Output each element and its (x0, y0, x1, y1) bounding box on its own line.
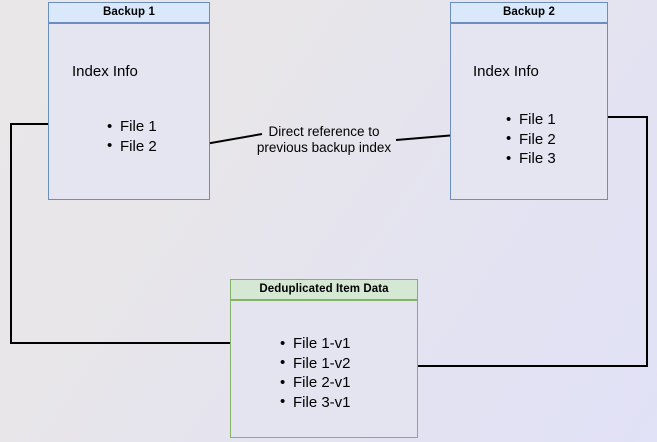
node-dedup-body: File 1-v1 File 1-v2 File 2-v1 File 3-v1 (230, 300, 418, 438)
backup-2-file-list: File 1 File 2 File 3 (503, 110, 556, 169)
node-dedup-title: Deduplicated Item Data (230, 279, 418, 300)
list-item: File 3 (506, 149, 556, 169)
list-item: File 3-v1 (280, 392, 350, 413)
list-item: File 2-v1 (280, 373, 350, 393)
node-backup-1-title: Backup 1 (48, 2, 210, 23)
node-backup-1: Backup 1 Index Info File 1 File 2 (48, 2, 210, 200)
dedup-file-list: File 1-v1 File 1-v2 File 2-v1 File 3-v1 (277, 334, 350, 413)
backup-1-index-info-label: Index Info (72, 63, 138, 80)
node-backup-2-title: Backup 2 (450, 2, 608, 23)
node-backup-1-body: Index Info File 1 File 2 (48, 23, 210, 200)
list-item: File 2 (107, 136, 157, 157)
list-item: File 1 (506, 110, 556, 130)
backup-2-index-info-label: Index Info (473, 63, 539, 80)
annotation-direct-reference: Direct reference to previous backup inde… (256, 124, 392, 155)
node-backup-2: Backup 2 Index Info File 1 File 2 File 3 (450, 2, 608, 200)
backup-1-file-list: File 1 File 2 (104, 117, 157, 156)
list-item: File 1 (107, 117, 157, 137)
node-backup-2-body: Index Info File 1 File 2 File 3 (450, 23, 608, 200)
list-item: File 2 (506, 129, 556, 150)
list-item: File 1-v1 (280, 334, 350, 354)
list-item: File 1-v2 (280, 353, 350, 374)
node-deduplicated-item-data: Deduplicated Item Data File 1-v1 File 1-… (230, 279, 418, 438)
